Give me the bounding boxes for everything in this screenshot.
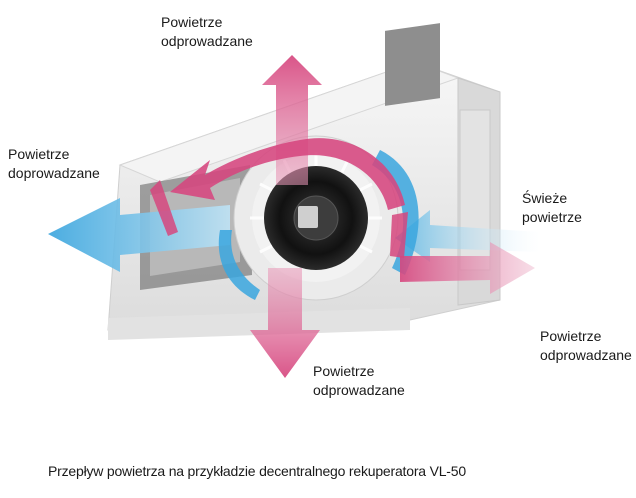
label-exhaust-air-top: Powietrze odprowadzane bbox=[161, 13, 253, 51]
exhaust-air-arrow-bottom bbox=[250, 268, 320, 378]
label-line: odprowadzane bbox=[313, 382, 405, 398]
supply-air-curve-lower bbox=[218, 230, 260, 300]
label-line: Powietrze bbox=[161, 14, 223, 30]
label-line: doprowadzane bbox=[8, 165, 100, 181]
label-line: Powietrze bbox=[8, 146, 70, 162]
exhaust-air-curve-left bbox=[150, 180, 178, 236]
label-fresh-air: Świeże powietrze bbox=[522, 189, 582, 227]
supply-air-curve bbox=[372, 150, 419, 275]
label-supply-air-left: Powietrze doprowadzane bbox=[8, 145, 100, 183]
label-exhaust-air-right: Powietrze odprowadzane bbox=[540, 327, 632, 365]
fresh-air-arrow-right bbox=[395, 210, 540, 262]
label-line: Świeże bbox=[522, 190, 568, 206]
label-line: odprowadzane bbox=[161, 33, 253, 49]
exhaust-air-curve-right bbox=[390, 212, 408, 258]
label-line: Powietrze bbox=[540, 328, 602, 344]
label-line: odprowadzane bbox=[540, 347, 632, 363]
exhaust-air-arrow-right bbox=[400, 242, 535, 294]
label-line: powietrze bbox=[522, 209, 582, 225]
figure-caption: Przepływ powietrza na przykładzie decent… bbox=[48, 463, 466, 479]
fan-assembly bbox=[233, 135, 399, 301]
label-exhaust-air-bottom: Powietrze odprowadzane bbox=[313, 362, 405, 400]
exhaust-air-curve-top bbox=[170, 138, 405, 210]
supply-air-arrow-left bbox=[48, 198, 230, 272]
label-line: Powietrze bbox=[313, 363, 375, 379]
